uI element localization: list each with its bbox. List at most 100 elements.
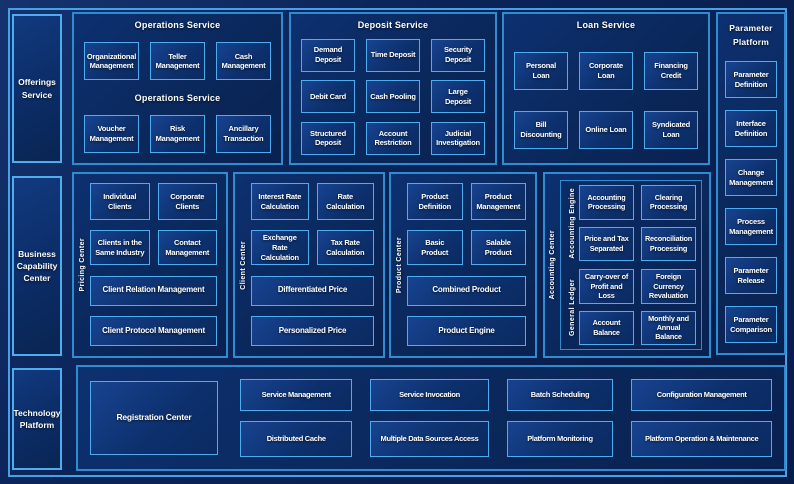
deposit-service-title: Deposit Service — [357, 20, 429, 30]
accounting-inner-container: Accounting Engine Accounting Processing … — [560, 180, 702, 350]
panel-deposit-service: Deposit Service Demand Deposit Time Depo… — [289, 12, 497, 165]
node-interface-definition: Interface Definition — [725, 110, 777, 148]
rail-business-capability-center: Business Capability Center — [12, 176, 62, 356]
general-ledger-group: General Ledger Carry-over of Profit and … — [566, 269, 696, 345]
node-debit-card: Debit Card — [301, 80, 355, 114]
node-process-management: Process Management — [725, 208, 777, 246]
node-personalized-price: Personalized Price — [251, 315, 374, 346]
node-clients-same-industry: Clients in the Same Industry — [90, 230, 150, 266]
client-row-1: Interest Rate Calculation Rate Calculati… — [251, 183, 374, 220]
node-corporate-loan: Corporate Loan — [579, 51, 633, 90]
rail-technology-label: Technology Platform — [13, 407, 61, 430]
loan-service-title: Loan Service — [576, 20, 636, 30]
rail-offerings-service: Offerings Service — [12, 14, 62, 163]
node-product-definition: Product Definition — [407, 183, 463, 220]
node-basic-product: Basic Product — [407, 230, 463, 266]
pricing-center-vertical-label: Pricing Center — [78, 238, 86, 292]
operations-service-subtitle: Operations Service — [134, 92, 221, 103]
rail-business-label: Business Capability Center — [16, 248, 58, 284]
node-syndicated-loan: Syndicated Loan — [644, 111, 698, 149]
node-online-loan: Online Loan — [579, 111, 633, 149]
node-reconciliation-processing: Reconciliation Processing — [641, 226, 696, 261]
panel-parameter-platform: Parameter Platform Parameter Definition … — [716, 12, 786, 355]
node-change-management: Change Management — [725, 159, 777, 197]
node-configuration-management: Configuration Management — [631, 379, 772, 411]
node-interest-rate-calculation: Interest Rate Calculation — [251, 183, 309, 220]
node-accounting-processing: Accounting Processing — [579, 185, 634, 220]
accounting-center-vertical-label: Accounting Center — [549, 230, 556, 300]
node-multiple-data-sources-access: Multiple Data Sources Access — [370, 421, 489, 457]
node-rate-calculation: Rate Calculation — [316, 183, 374, 220]
operations-row-1: Organizational Management Teller Managem… — [84, 42, 271, 81]
product-row-2: Basic Product Salable Product — [407, 230, 526, 266]
node-teller-management: Teller Management — [150, 42, 205, 81]
loan-row-1: Personal Loan Corporate Loan Financing C… — [514, 51, 698, 90]
node-exchange-rate-calculation: Exchange Rate Calculation — [251, 230, 309, 266]
panel-loan-service: Loan Service Personal Loan Corporate Loa… — [502, 12, 710, 165]
accounting-engine-vertical-label: Accounting Engine — [569, 187, 576, 259]
node-client-protocol-management: Client Protocol Management — [90, 315, 217, 346]
node-carry-over-profit-loss: Carry-over of Profit and Loss — [579, 269, 634, 304]
node-foreign-currency-revaluation: Foreign Currency Revaluation — [641, 269, 696, 304]
node-tax-rate-calculation: Tax Rate Calculation — [316, 230, 374, 266]
accounting-engine-group: Accounting Engine Accounting Processing … — [566, 185, 696, 261]
node-time-deposit: Time Deposit — [366, 38, 420, 72]
node-financing-credit: Financing Credit — [644, 51, 698, 90]
panel-accounting-center: Accounting Center Accounting Engine Acco… — [543, 172, 711, 358]
panel-technology-platform: Registration Center Service Management S… — [76, 365, 786, 471]
node-service-invocation: Service Invocation — [370, 379, 489, 411]
node-cash-pooling: Cash Pooling — [366, 80, 420, 114]
node-corporate-clients: Corporate Clients — [157, 183, 217, 220]
node-price-and-tax-separated: Price and Tax Separated — [579, 226, 634, 261]
node-ancillary-transaction: Ancillary Transaction — [216, 114, 271, 153]
node-client-relation-management: Client Relation Management — [90, 275, 217, 306]
client-row-2: Exchange Rate Calculation Tax Rate Calcu… — [251, 230, 374, 266]
node-contact-management: Contact Management — [157, 230, 217, 266]
parameter-platform-title: Parameter Platform — [729, 23, 773, 47]
panel-pricing-center: Pricing Center Individual Clients Corpor… — [72, 172, 228, 358]
node-product-management: Product Management — [470, 183, 526, 220]
pricing-row-1: Individual Clients Corporate Clients — [90, 183, 217, 220]
node-product-engine: Product Engine — [407, 315, 526, 346]
node-risk-management: Risk Management — [150, 114, 205, 153]
node-account-restriction: Account Restriction — [366, 121, 420, 155]
deposit-row-2: Debit Card Cash Pooling Large Deposit — [301, 80, 485, 114]
product-center-vertical-label: Product Center — [395, 236, 403, 294]
node-structured-deposit: Structured Deposit — [301, 121, 355, 155]
node-individual-clients: Individual Clients — [90, 183, 150, 220]
loan-row-2: Bill Discounting Online Loan Syndicated … — [514, 111, 698, 149]
node-organizational-management: Organizational Management — [84, 42, 139, 81]
node-security-deposit: Security Deposit — [431, 38, 485, 72]
node-demand-deposit: Demand Deposit — [301, 38, 355, 72]
operations-row-2: Voucher Management Risk Management Ancil… — [84, 114, 271, 153]
general-ledger-vertical-label: General Ledger — [569, 278, 576, 336]
node-large-deposit: Large Deposit — [431, 80, 485, 114]
node-personal-loan: Personal Loan — [514, 51, 568, 90]
node-voucher-management: Voucher Management — [84, 114, 139, 153]
node-platform-operation-maintenance: Platform Operation & Maintenance — [631, 421, 772, 457]
node-parameter-comparison: Parameter Comparison — [725, 306, 777, 343]
operations-service-title: Operations Service — [134, 20, 221, 30]
deposit-row-3: Structured Deposit Account Restriction J… — [301, 121, 485, 155]
node-registration-center: Registration Center — [90, 381, 218, 455]
node-platform-monitoring: Platform Monitoring — [506, 421, 614, 457]
client-center-vertical-label: Client Center — [239, 240, 247, 290]
node-salable-product: Salable Product — [470, 230, 526, 266]
node-judicial-investigation: Judicial Investigation — [431, 121, 485, 155]
deposit-row-1: Demand Deposit Time Deposit Security Dep… — [301, 38, 485, 72]
node-differentiated-price: Differentiated Price — [251, 275, 374, 306]
node-distributed-cache: Distributed Cache — [240, 421, 353, 457]
node-combined-product: Combined Product — [407, 275, 526, 306]
product-row-1: Product Definition Product Management — [407, 183, 526, 220]
node-clearing-processing: Clearing Processing — [641, 185, 696, 220]
node-cash-management: Cash Management — [216, 42, 271, 81]
node-service-management: Service Management — [240, 379, 353, 411]
node-account-balance: Account Balance — [579, 310, 634, 345]
node-batch-scheduling: Batch Scheduling — [506, 379, 614, 411]
panel-product-center: Product Center Product Definition Produc… — [389, 172, 537, 358]
node-parameter-release: Parameter Release — [725, 257, 777, 295]
technology-grid: Service Management Service Invocation Ba… — [240, 379, 772, 457]
rail-technology-platform: Technology Platform — [12, 368, 62, 470]
rail-offerings-label: Offerings Service — [18, 77, 56, 100]
